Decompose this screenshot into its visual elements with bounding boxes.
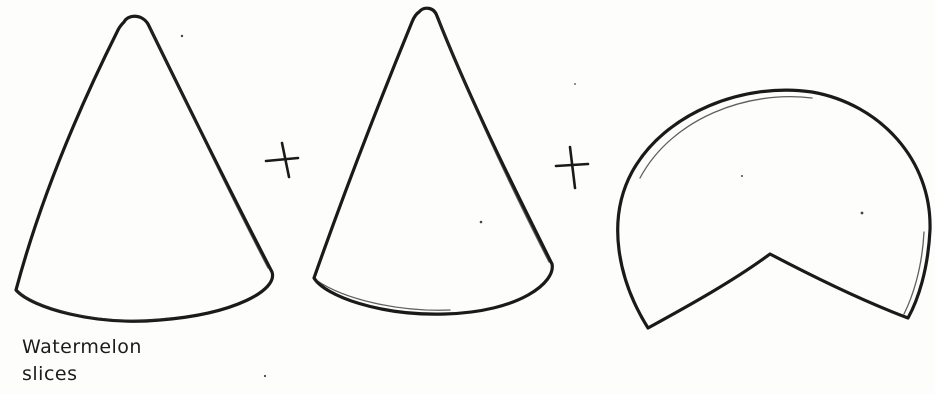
watermelon-slice-2 [314, 8, 552, 314]
caption-watermelon-slices: Watermelon slices [22, 334, 192, 388]
caption-line-2: slices [22, 361, 192, 388]
watermelon-slice-1 [16, 16, 273, 321]
caption-line-1: Watermelon [22, 334, 192, 361]
plus-sign-1 [266, 143, 298, 177]
plus-sign-2 [556, 147, 588, 188]
watermelon-remainder [618, 90, 930, 328]
